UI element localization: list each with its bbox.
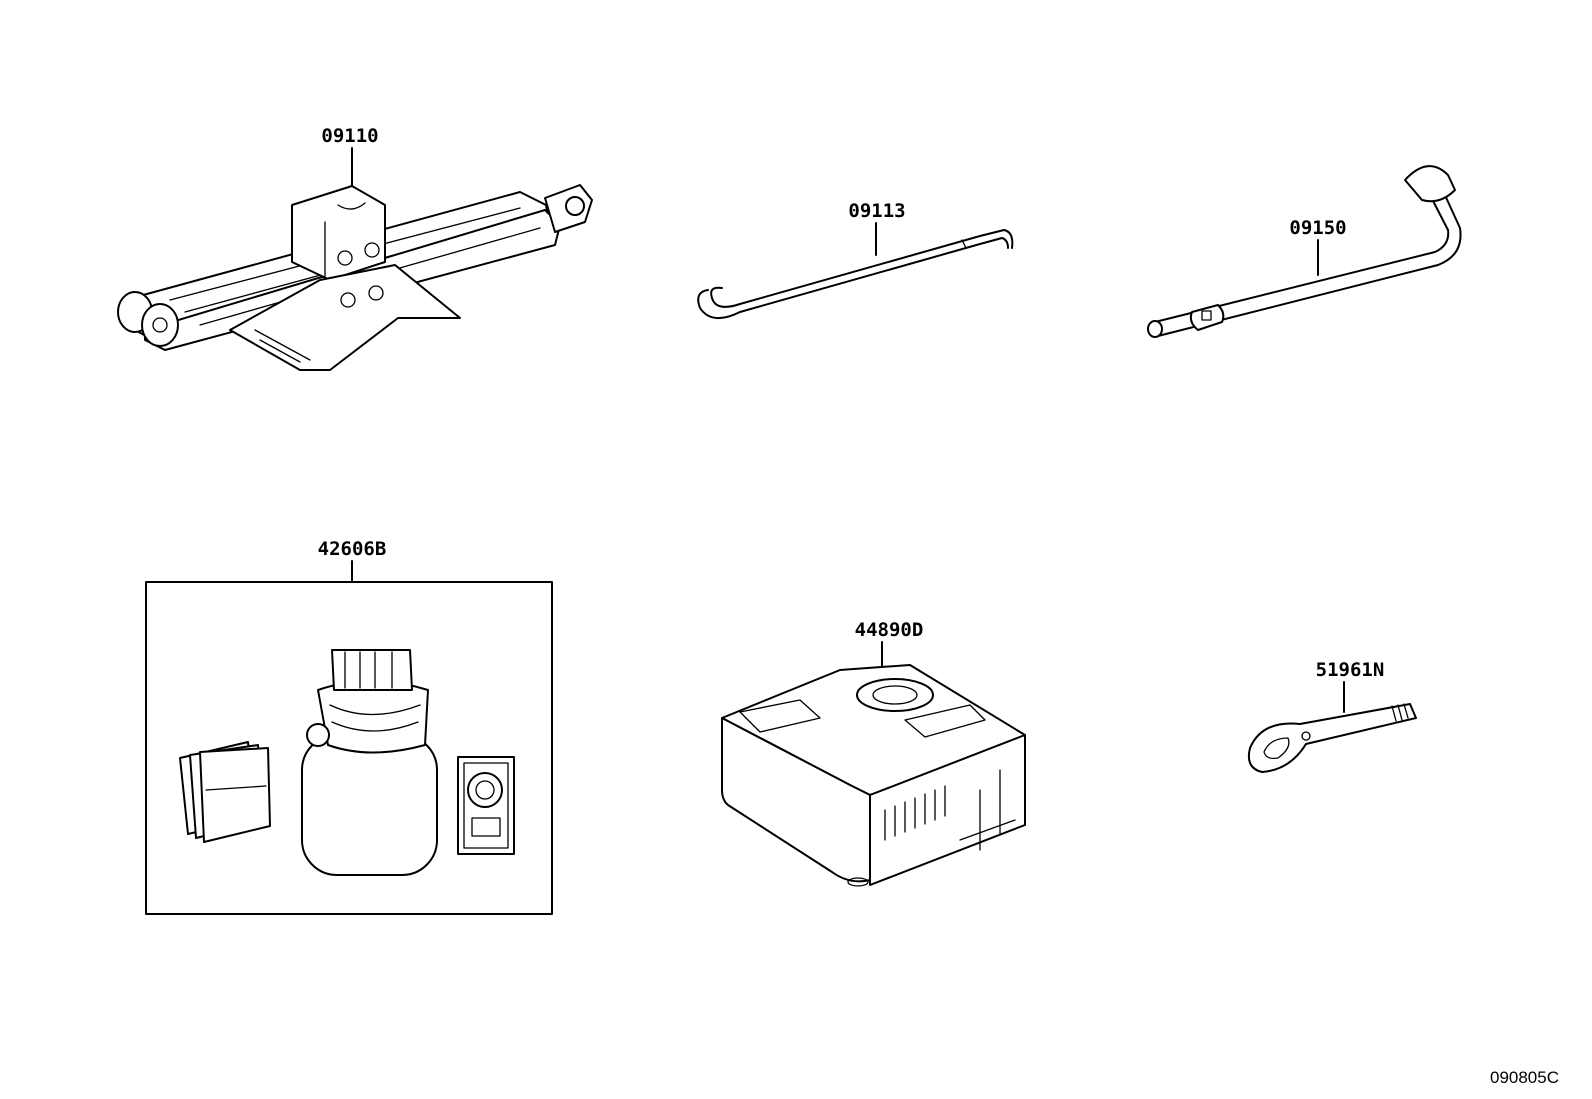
part-jack[interactable]: 09110 — [117, 125, 593, 371]
label-towing-eye: 51961N — [1316, 659, 1385, 681]
part-air-compressor[interactable]: 44890D — [721, 619, 1026, 887]
label-jack-handle: 09113 — [848, 200, 905, 222]
part-jack-handle[interactable]: 09113 — [697, 200, 1014, 319]
part-lug-wrench[interactable]: 09150 — [1147, 165, 1462, 338]
label-lug-wrench: 09150 — [1289, 217, 1346, 239]
label-air-compressor: 44890D — [855, 619, 924, 641]
air-compressor-illustration — [721, 664, 1026, 887]
kit-frame — [145, 581, 553, 915]
kit-illustration — [179, 649, 515, 876]
towing-eye-illustration — [1247, 703, 1417, 773]
figure-code: 090805C — [1490, 1068, 1559, 1087]
label-tire-repair-kit: 42606B — [318, 538, 387, 560]
jack-illustration — [117, 184, 593, 371]
part-towing-eye[interactable]: 51961N — [1247, 659, 1417, 773]
label-jack: 09110 — [321, 125, 378, 147]
lug-wrench-illustration — [1147, 165, 1462, 338]
jack-handle-illustration — [697, 229, 1014, 319]
part-tire-repair-kit[interactable]: 42606B — [145, 538, 553, 915]
